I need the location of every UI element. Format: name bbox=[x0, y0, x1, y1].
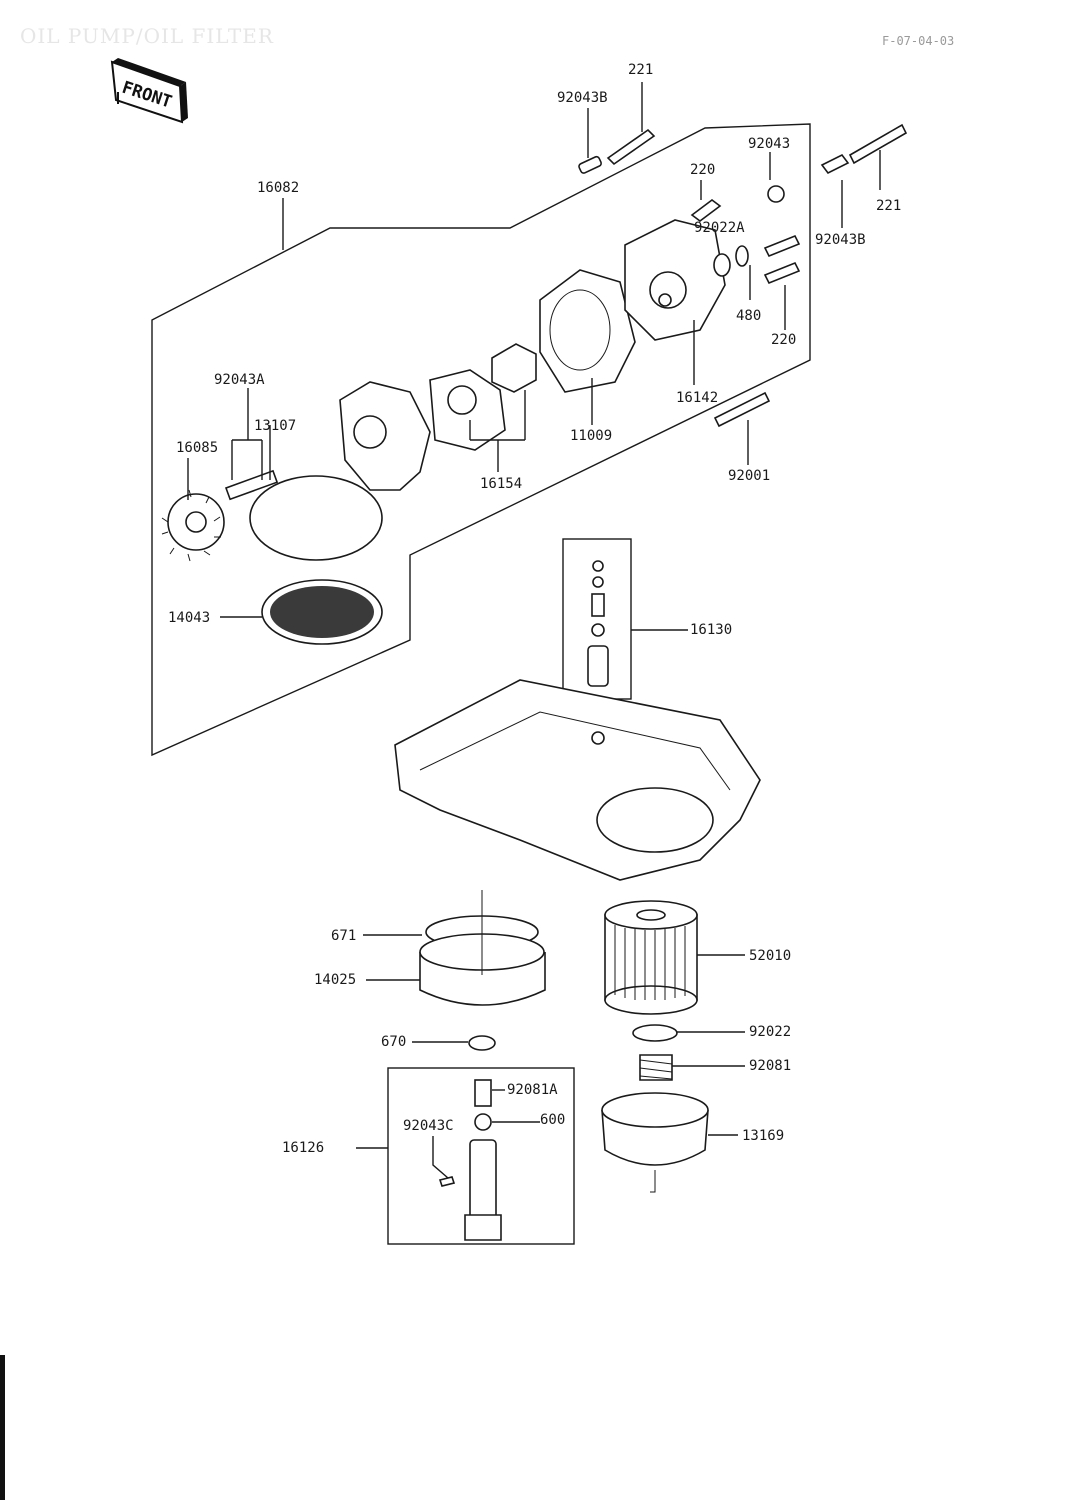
label-92081: 92081 bbox=[749, 1058, 792, 1074]
label-16130: 16130 bbox=[690, 622, 733, 638]
valve-body bbox=[469, 1139, 497, 1226]
label-16082: 16082 bbox=[257, 180, 300, 196]
label-92001: 92001 bbox=[728, 468, 771, 484]
label-220-right: 220 bbox=[771, 332, 797, 348]
spring-92081a bbox=[474, 1079, 492, 1107]
pin-92043b bbox=[578, 155, 602, 174]
label-14043: 14043 bbox=[168, 610, 211, 626]
bolt-221b bbox=[848, 123, 908, 165]
label-92043a: 92043A bbox=[214, 372, 265, 388]
pin-92043c bbox=[438, 1176, 456, 1187]
label-670: 670 bbox=[381, 1034, 407, 1050]
label-92022a: 92022A bbox=[694, 220, 745, 236]
label-16142: 16142 bbox=[676, 390, 719, 406]
pin-13107 bbox=[224, 469, 279, 501]
bolt-220b bbox=[763, 234, 801, 258]
pin-92043b-right bbox=[820, 153, 850, 175]
label-13107: 13107 bbox=[254, 418, 297, 434]
spring bbox=[591, 593, 605, 617]
rotor-inner bbox=[491, 343, 537, 393]
label-600: 600 bbox=[540, 1112, 566, 1128]
diagram-title: OIL PUMP/OIL FILTER bbox=[20, 24, 274, 48]
label-14025: 14025 bbox=[314, 972, 357, 988]
label-52010: 52010 bbox=[749, 948, 792, 964]
filter-cover-13169 bbox=[601, 1092, 709, 1193]
bolt-221a bbox=[606, 128, 656, 166]
label-92043c: 92043C bbox=[403, 1118, 454, 1134]
label-16126: 16126 bbox=[282, 1140, 325, 1156]
label-92043: 92043 bbox=[748, 136, 791, 152]
bolt-220a bbox=[690, 199, 722, 222]
label-13169: 13169 bbox=[742, 1128, 785, 1144]
label-221-top: 221 bbox=[628, 62, 654, 78]
ball-600 bbox=[474, 1113, 492, 1131]
label-221-right: 221 bbox=[876, 198, 902, 214]
label-16154: 16154 bbox=[480, 476, 523, 492]
label-480: 480 bbox=[736, 308, 762, 324]
page-edge-mark bbox=[0, 1355, 5, 1500]
gasket-11009 bbox=[539, 269, 636, 393]
label-16085: 16085 bbox=[176, 440, 219, 456]
oil-pan bbox=[394, 679, 761, 881]
bypass-valve-16126-box bbox=[387, 1067, 575, 1245]
label-92022: 92022 bbox=[749, 1024, 792, 1040]
o-ring-670 bbox=[468, 1035, 496, 1051]
washer-92022 bbox=[632, 1024, 678, 1042]
oil-pump-assembly-outline bbox=[151, 123, 811, 757]
label-92043b-top: 92043B bbox=[557, 90, 608, 106]
label-671: 671 bbox=[331, 928, 357, 944]
label-220-top: 220 bbox=[690, 162, 716, 178]
pump-o-ring bbox=[249, 475, 383, 561]
pump-gear-16085 bbox=[161, 489, 225, 562]
label-92081a: 92081A bbox=[507, 1082, 558, 1098]
label-92043b-right: 92043B bbox=[815, 232, 866, 248]
bolt-92001 bbox=[713, 391, 771, 428]
figure-code: F-07-04-03 bbox=[882, 34, 955, 48]
front-arrow-icon: FRONT bbox=[110, 58, 188, 124]
oil-filter-52010 bbox=[604, 900, 698, 1015]
label-11009: 11009 bbox=[570, 428, 613, 444]
